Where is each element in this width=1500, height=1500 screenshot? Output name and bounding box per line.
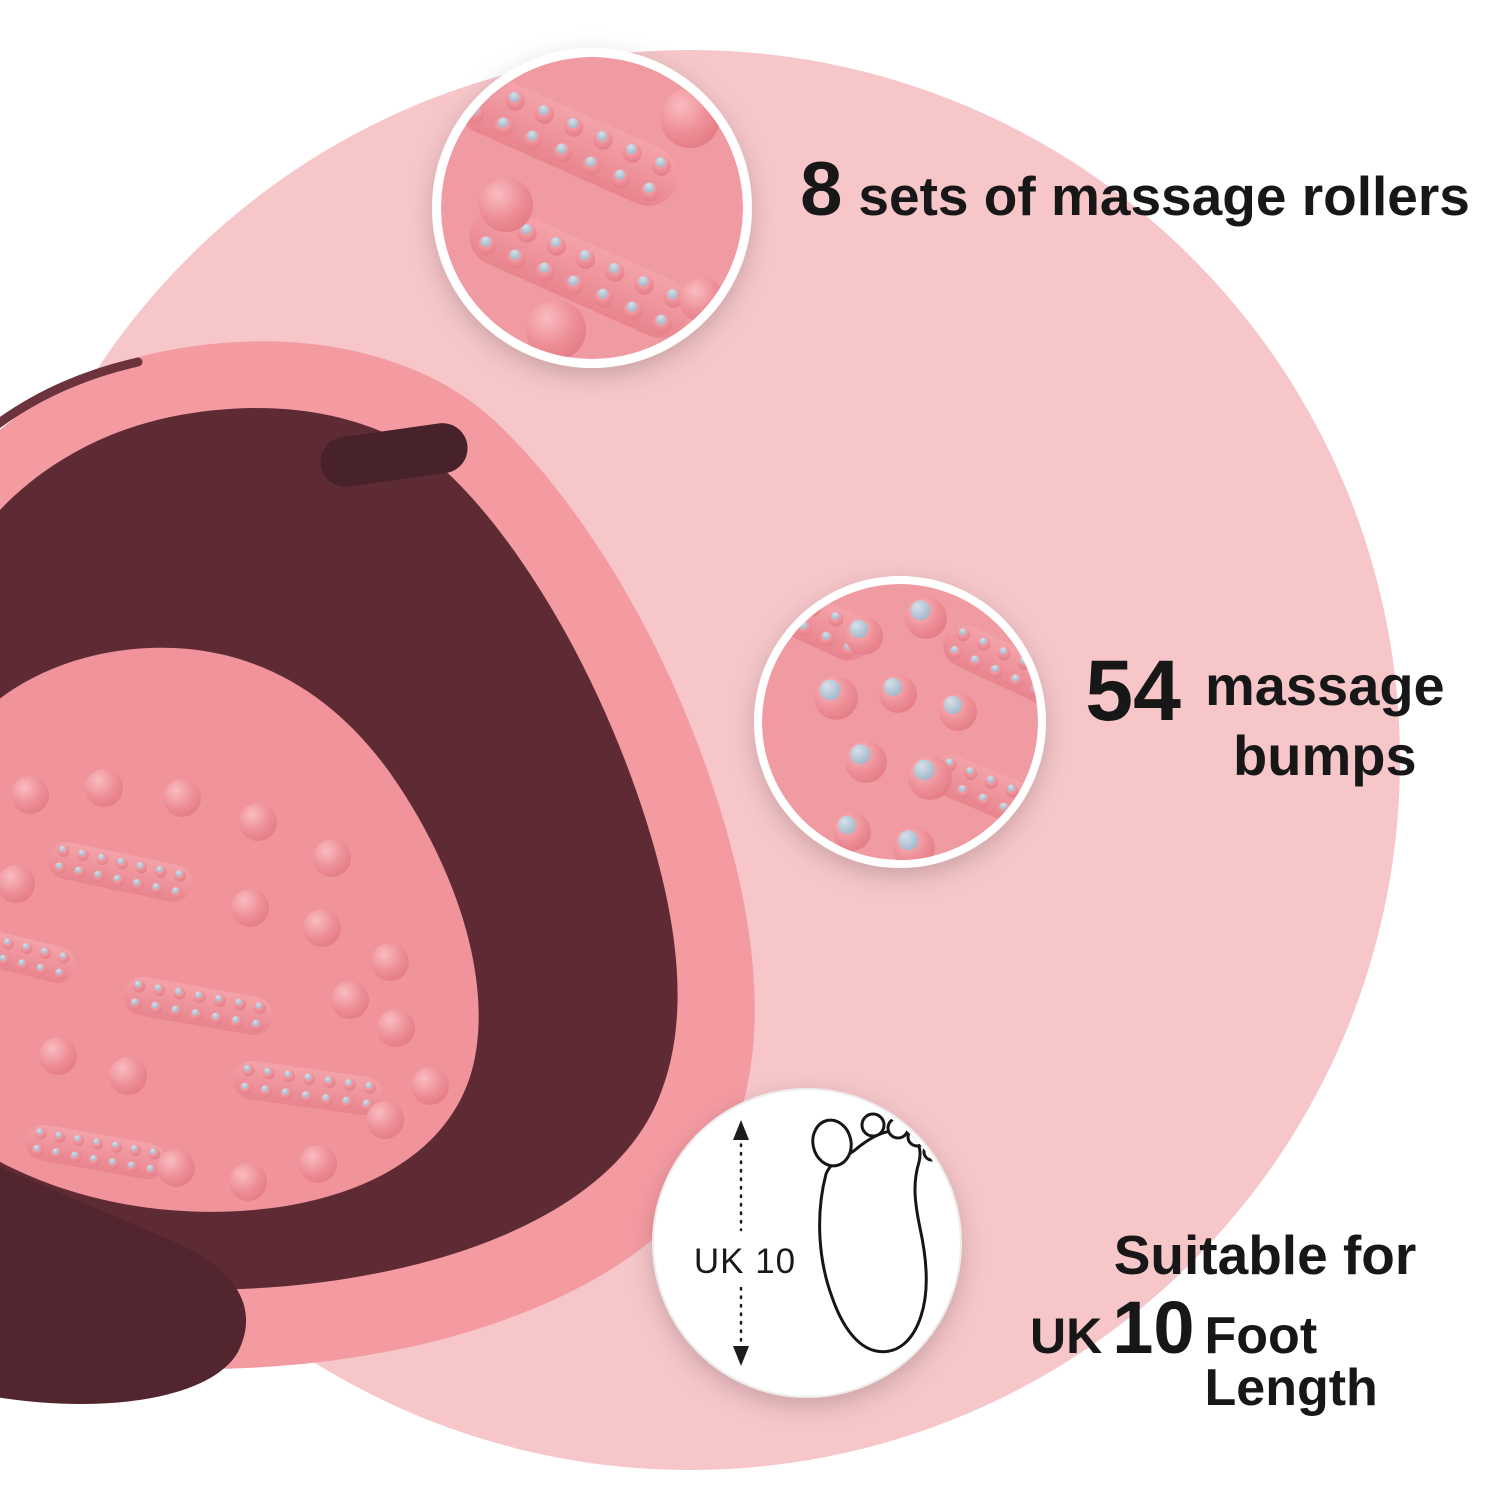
feature-rollers-label: 8 sets of massage rollers bbox=[790, 152, 1480, 228]
foot-text-suffix: Foot Length bbox=[1204, 1307, 1378, 1417]
bumps-text-line2: bumps bbox=[1233, 724, 1417, 787]
rollers-count: 8 bbox=[800, 147, 843, 232]
measure-arrow-icon bbox=[733, 1120, 749, 1366]
feature-foot-length-label: Suitable for UK 10 Foot Length bbox=[1030, 1224, 1500, 1417]
basin-base bbox=[0, 1167, 247, 1405]
foot-size-number: 10 bbox=[1112, 1286, 1195, 1369]
bumps-count: 54 bbox=[1085, 643, 1181, 739]
foot-spa-basin bbox=[0, 341, 755, 1405]
bumps-text-line1: massage bbox=[1204, 654, 1445, 717]
zoom-callout-rollers bbox=[432, 48, 752, 368]
rollers-text: sets of massage rollers bbox=[858, 165, 1470, 227]
zoom-callout-bumps-content bbox=[762, 584, 1038, 860]
zoom-callout-rollers-content bbox=[441, 57, 743, 359]
zoom-callout-bumps bbox=[754, 576, 1046, 868]
basin-handle-slot bbox=[320, 423, 468, 487]
foot-size-callout: UK 10 bbox=[652, 1088, 962, 1398]
foot-size-prefix: UK bbox=[1030, 1308, 1103, 1364]
foot-text-line1: Suitable for bbox=[1113, 1224, 1417, 1286]
feature-bumps-label: 54 massage bumps bbox=[1070, 648, 1460, 784]
uk-size-badge: UK 10 bbox=[694, 1242, 796, 1281]
basin-fold-line bbox=[0, 357, 143, 429]
